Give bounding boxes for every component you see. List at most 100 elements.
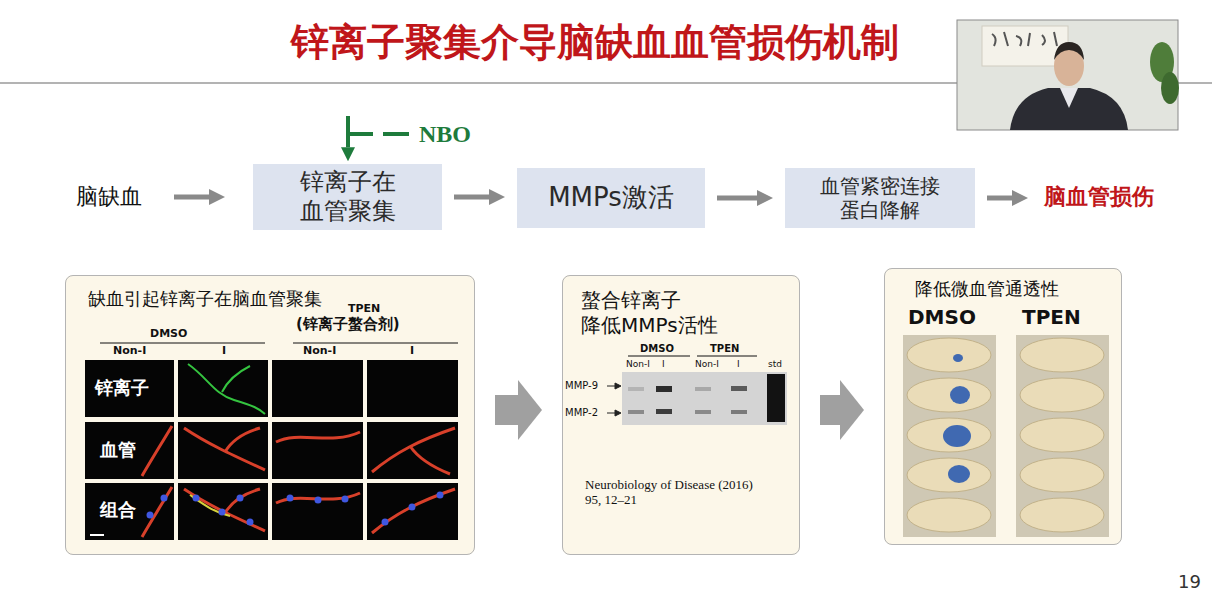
dash-gap xyxy=(373,128,383,140)
condition-label: Non-I xyxy=(303,345,336,358)
group-label: DMSO xyxy=(150,328,187,341)
citation: Neurobiology of Disease (2016) 95, 12–21 xyxy=(585,478,755,508)
group-label: DMSO xyxy=(640,343,674,355)
fluorescence-micrographs xyxy=(237,495,244,502)
lane-label: Non-I xyxy=(695,359,719,369)
flow-arrow xyxy=(987,196,1012,201)
fluorescence-micrographs xyxy=(188,364,265,414)
group-label: TPEN xyxy=(710,343,739,355)
brain-slices xyxy=(1016,335,1109,537)
fluorescence-micrographs xyxy=(272,422,363,479)
band-label: MMP-9 xyxy=(565,380,598,392)
zymography-gel xyxy=(695,387,711,391)
group-label: TPEN xyxy=(348,303,380,316)
brain-slices xyxy=(903,335,996,537)
node-label: 脑血管损伤 xyxy=(1044,182,1154,212)
fluorescence-micrographs xyxy=(85,360,174,417)
fluorescence-micrographs xyxy=(193,495,200,502)
node-label: MMPs激活 xyxy=(548,182,674,213)
lane-label: I xyxy=(737,359,740,369)
panel-heading: 缺血引起锌离子在脑血管聚集 xyxy=(88,288,452,311)
brain-slices xyxy=(1020,458,1104,492)
brain-slices xyxy=(907,338,1104,532)
fluorescence-micrographs xyxy=(178,422,268,479)
block-arrow xyxy=(495,395,518,425)
zymography-gel xyxy=(767,374,785,422)
zymography-gel xyxy=(656,409,672,414)
group-underline xyxy=(293,343,458,344)
webcam-video xyxy=(1054,42,1084,60)
brain-slices xyxy=(903,335,1109,537)
panel-heading: 螯合锌离子 降低MMPs活性 xyxy=(581,288,781,338)
webcam-video xyxy=(1161,72,1179,104)
fluorescence-micrographs xyxy=(147,512,154,519)
inhibition-stub xyxy=(346,116,350,134)
fluorescence-micrographs xyxy=(437,492,444,499)
panel-heading: 降低微血管通透性 xyxy=(915,278,1091,301)
group-underline xyxy=(100,343,265,344)
fluorescence-micrographs xyxy=(142,426,172,476)
zymography-gel xyxy=(615,410,621,416)
row-label: 锌离子 xyxy=(95,378,149,399)
fluorescence-micrographs xyxy=(367,422,458,479)
row-label: 组合 xyxy=(100,500,136,521)
fluorescence-micrographs xyxy=(276,493,360,503)
zymography-gel xyxy=(622,372,787,425)
fluorescence-micrographs xyxy=(272,483,363,540)
fluorescence-micrographs xyxy=(372,489,455,533)
group-label: TPEN xyxy=(1022,306,1081,329)
band-label: MMP-2 xyxy=(565,407,598,419)
webcam-video xyxy=(957,20,1179,130)
flow-text-node: 脑缺血 xyxy=(72,180,146,214)
webcam-video xyxy=(957,20,1178,130)
fluorescence-micrographs xyxy=(85,360,458,540)
fluorescence-micrographs xyxy=(315,497,322,504)
process-box: MMPs激活 xyxy=(517,168,705,228)
brain-slices xyxy=(943,354,971,483)
webcam-video xyxy=(1060,88,1078,108)
webcam-video xyxy=(992,32,1057,46)
condition-label: Non-I xyxy=(113,345,146,358)
fluorescence-micrographs xyxy=(147,492,444,526)
zymography-gel xyxy=(607,372,787,425)
block-arrow xyxy=(820,395,840,425)
fluorescence-micrographs xyxy=(247,519,254,526)
brain-slices xyxy=(1020,498,1104,532)
lane-label: I xyxy=(662,359,665,369)
node-label: 血管紧密连接 蛋白降解 xyxy=(793,174,967,222)
fluorescence-micrographs xyxy=(287,495,294,502)
brain-slices xyxy=(907,498,991,532)
lane-label: std xyxy=(768,359,782,369)
fluorescence-micrographs xyxy=(367,360,458,417)
fluorescence-micrographs xyxy=(272,360,363,417)
flow-arrow xyxy=(454,195,489,200)
webcam-video xyxy=(1010,88,1128,130)
fluorescence-micrographs xyxy=(184,489,265,531)
node-label: 锌离子在 血管聚集 xyxy=(261,168,434,226)
panel-ground xyxy=(562,275,800,555)
fluorescence-micrographs xyxy=(190,495,230,516)
fluorescence-micrographs xyxy=(178,483,268,540)
brain-slices xyxy=(907,418,991,452)
zymography-gel xyxy=(731,410,747,414)
panel-ground xyxy=(65,275,475,555)
flow-arrow xyxy=(717,196,757,201)
group-underline xyxy=(697,356,757,357)
fluorescence-micrographs xyxy=(85,483,174,540)
fluorescence-micrographs xyxy=(90,534,104,536)
brain-slices xyxy=(943,425,971,447)
fluorescence-micrographs xyxy=(219,509,226,516)
zymography-gel xyxy=(615,383,621,389)
zymography-gel xyxy=(607,383,621,416)
zymography-gel xyxy=(628,410,644,414)
brain-slices xyxy=(1020,338,1104,372)
brain-slices xyxy=(1020,378,1104,412)
group-note: (锌离子螯合剂) xyxy=(296,316,400,333)
fluorescence-micrographs xyxy=(342,496,349,503)
lane-label: Non-I xyxy=(626,359,650,369)
brain-slices xyxy=(907,338,991,372)
brain-slices xyxy=(953,354,963,362)
group-underline xyxy=(100,343,757,356)
node-label: 脑缺血 xyxy=(76,182,142,212)
fluorescence-micrographs xyxy=(184,428,265,470)
